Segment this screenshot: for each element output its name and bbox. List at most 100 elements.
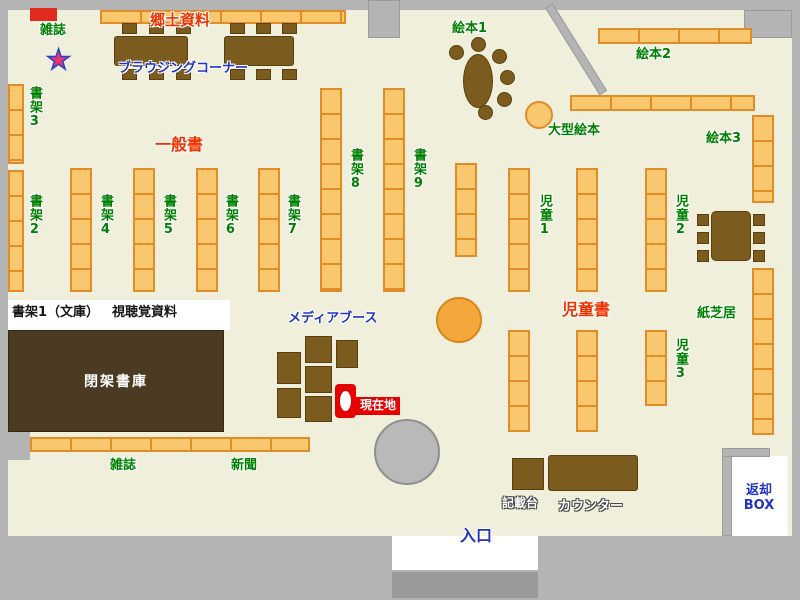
pillar-wall-top [368, 0, 400, 38]
pillar-column [374, 419, 440, 485]
shelf-9-label: 書架9 [410, 148, 426, 192]
shelf-3-label: 書架3 [26, 86, 42, 130]
large-picture-books-label: 大型絵本 [548, 123, 601, 138]
shelf-3-wall [8, 84, 24, 164]
audiovisual-label: 視聴覚資料 [112, 305, 178, 320]
shelf-jido1 [508, 168, 530, 292]
shelf-5-label: 書架5 [160, 194, 176, 238]
shelf-2-wall [8, 170, 24, 292]
writing-stand-label: 記載台 [502, 496, 539, 510]
chair [176, 23, 191, 34]
entrance-gap [392, 536, 538, 570]
shelf-jido3 [645, 330, 667, 406]
shelf-local-history [100, 10, 346, 24]
chair [753, 232, 765, 244]
chair [753, 250, 765, 262]
wall-corner-topright [744, 10, 792, 38]
local-history-label: 郷土資料 [150, 11, 211, 29]
shelf-ehon-row [570, 95, 755, 111]
shelf-6-label: 書架6 [222, 194, 238, 238]
current-location-label: 現在地 [356, 397, 401, 415]
shelf-8 [320, 88, 342, 292]
shelf-jido-middle [576, 168, 598, 292]
shelf-9 [383, 88, 405, 292]
chair [697, 232, 709, 244]
stool [449, 45, 464, 60]
shelf-7 [258, 168, 280, 292]
jido1-label: 児童1 [536, 194, 552, 238]
media-booth-label: メディアブース [288, 311, 378, 326]
chair [230, 23, 245, 34]
chair [256, 69, 271, 80]
magazine-bottom-label: 雑誌 [110, 458, 137, 473]
chair [122, 69, 137, 80]
entrance-outside-mat [392, 572, 538, 598]
shelf-4 [70, 168, 92, 292]
counter-label: カウンター [558, 499, 624, 514]
chair [282, 69, 297, 80]
alcove-wall-vertical [722, 448, 732, 536]
children-table [711, 211, 751, 261]
return-box-label: 返却 BOX [743, 483, 775, 513]
browsing-corner-label: ブラウジングコーナー [118, 61, 249, 76]
media-booth-unit [277, 388, 301, 418]
stool [492, 49, 507, 64]
shelf-1-bunko-label: 書架1（文庫） [12, 305, 100, 320]
browsing-table-1 [114, 36, 188, 66]
ehon1-label: 絵本1 [452, 21, 488, 36]
return-box-alcove [732, 456, 788, 536]
media-booth-unit [277, 352, 301, 384]
magazine-top-label: 雑誌 [40, 23, 67, 38]
shelf-ehon2 [598, 28, 752, 44]
round-table [436, 297, 482, 343]
closed-stacks-label: 閉架書庫 [84, 374, 148, 390]
stool [471, 37, 486, 52]
ehon3-label: 絵本3 [706, 131, 742, 146]
large-picture-book-stand [525, 101, 553, 129]
chair [282, 23, 297, 34]
shelf-wall-right-bottom [752, 268, 774, 435]
av-label-strip [8, 300, 230, 330]
shelf-6 [196, 168, 218, 292]
jido3-label: 児童3 [672, 338, 688, 382]
shelf-center-small [455, 163, 477, 257]
chair [122, 23, 137, 34]
shelf-jido2 [645, 168, 667, 292]
chair [149, 23, 164, 34]
shelf-5 [133, 168, 155, 292]
entrance-label: 入口 [460, 526, 493, 545]
jido2-label: 児童2 [672, 194, 688, 238]
media-booth-unit [305, 366, 332, 393]
media-booth-unit [305, 336, 332, 363]
shelf-2-label: 書架2 [26, 194, 42, 238]
wall-notch-left [8, 432, 30, 460]
browsing-table-2 [224, 36, 294, 66]
shelf-wall-right-top [752, 115, 774, 203]
media-booth-unit [336, 340, 358, 368]
star-icon: ★ [45, 43, 72, 76]
writing-stand [512, 458, 544, 490]
current-location-marker [335, 384, 356, 418]
chair [256, 23, 271, 34]
counter-desk [548, 455, 638, 491]
general-books-label: 一般書 [155, 135, 204, 154]
kamishibai-label: 紙芝居 [697, 306, 737, 321]
chair [697, 214, 709, 226]
ehon2-label: 絵本2 [636, 47, 672, 62]
shelf-jido-lower-2 [576, 330, 598, 432]
stool [500, 70, 515, 85]
story-table [463, 54, 493, 108]
chair [176, 69, 191, 80]
shelf-7-label: 書架7 [284, 194, 300, 238]
chair [149, 69, 164, 80]
chair [230, 69, 245, 80]
shelf-magazine-newspaper [30, 437, 310, 452]
shelf-8-label: 書架8 [347, 148, 363, 192]
red-corner-block [30, 8, 57, 21]
stool [497, 92, 512, 107]
chair [697, 250, 709, 262]
alcove-wall-horizontal [722, 448, 770, 457]
childrens-books-label: 児童書 [562, 300, 611, 319]
stool [478, 105, 493, 120]
